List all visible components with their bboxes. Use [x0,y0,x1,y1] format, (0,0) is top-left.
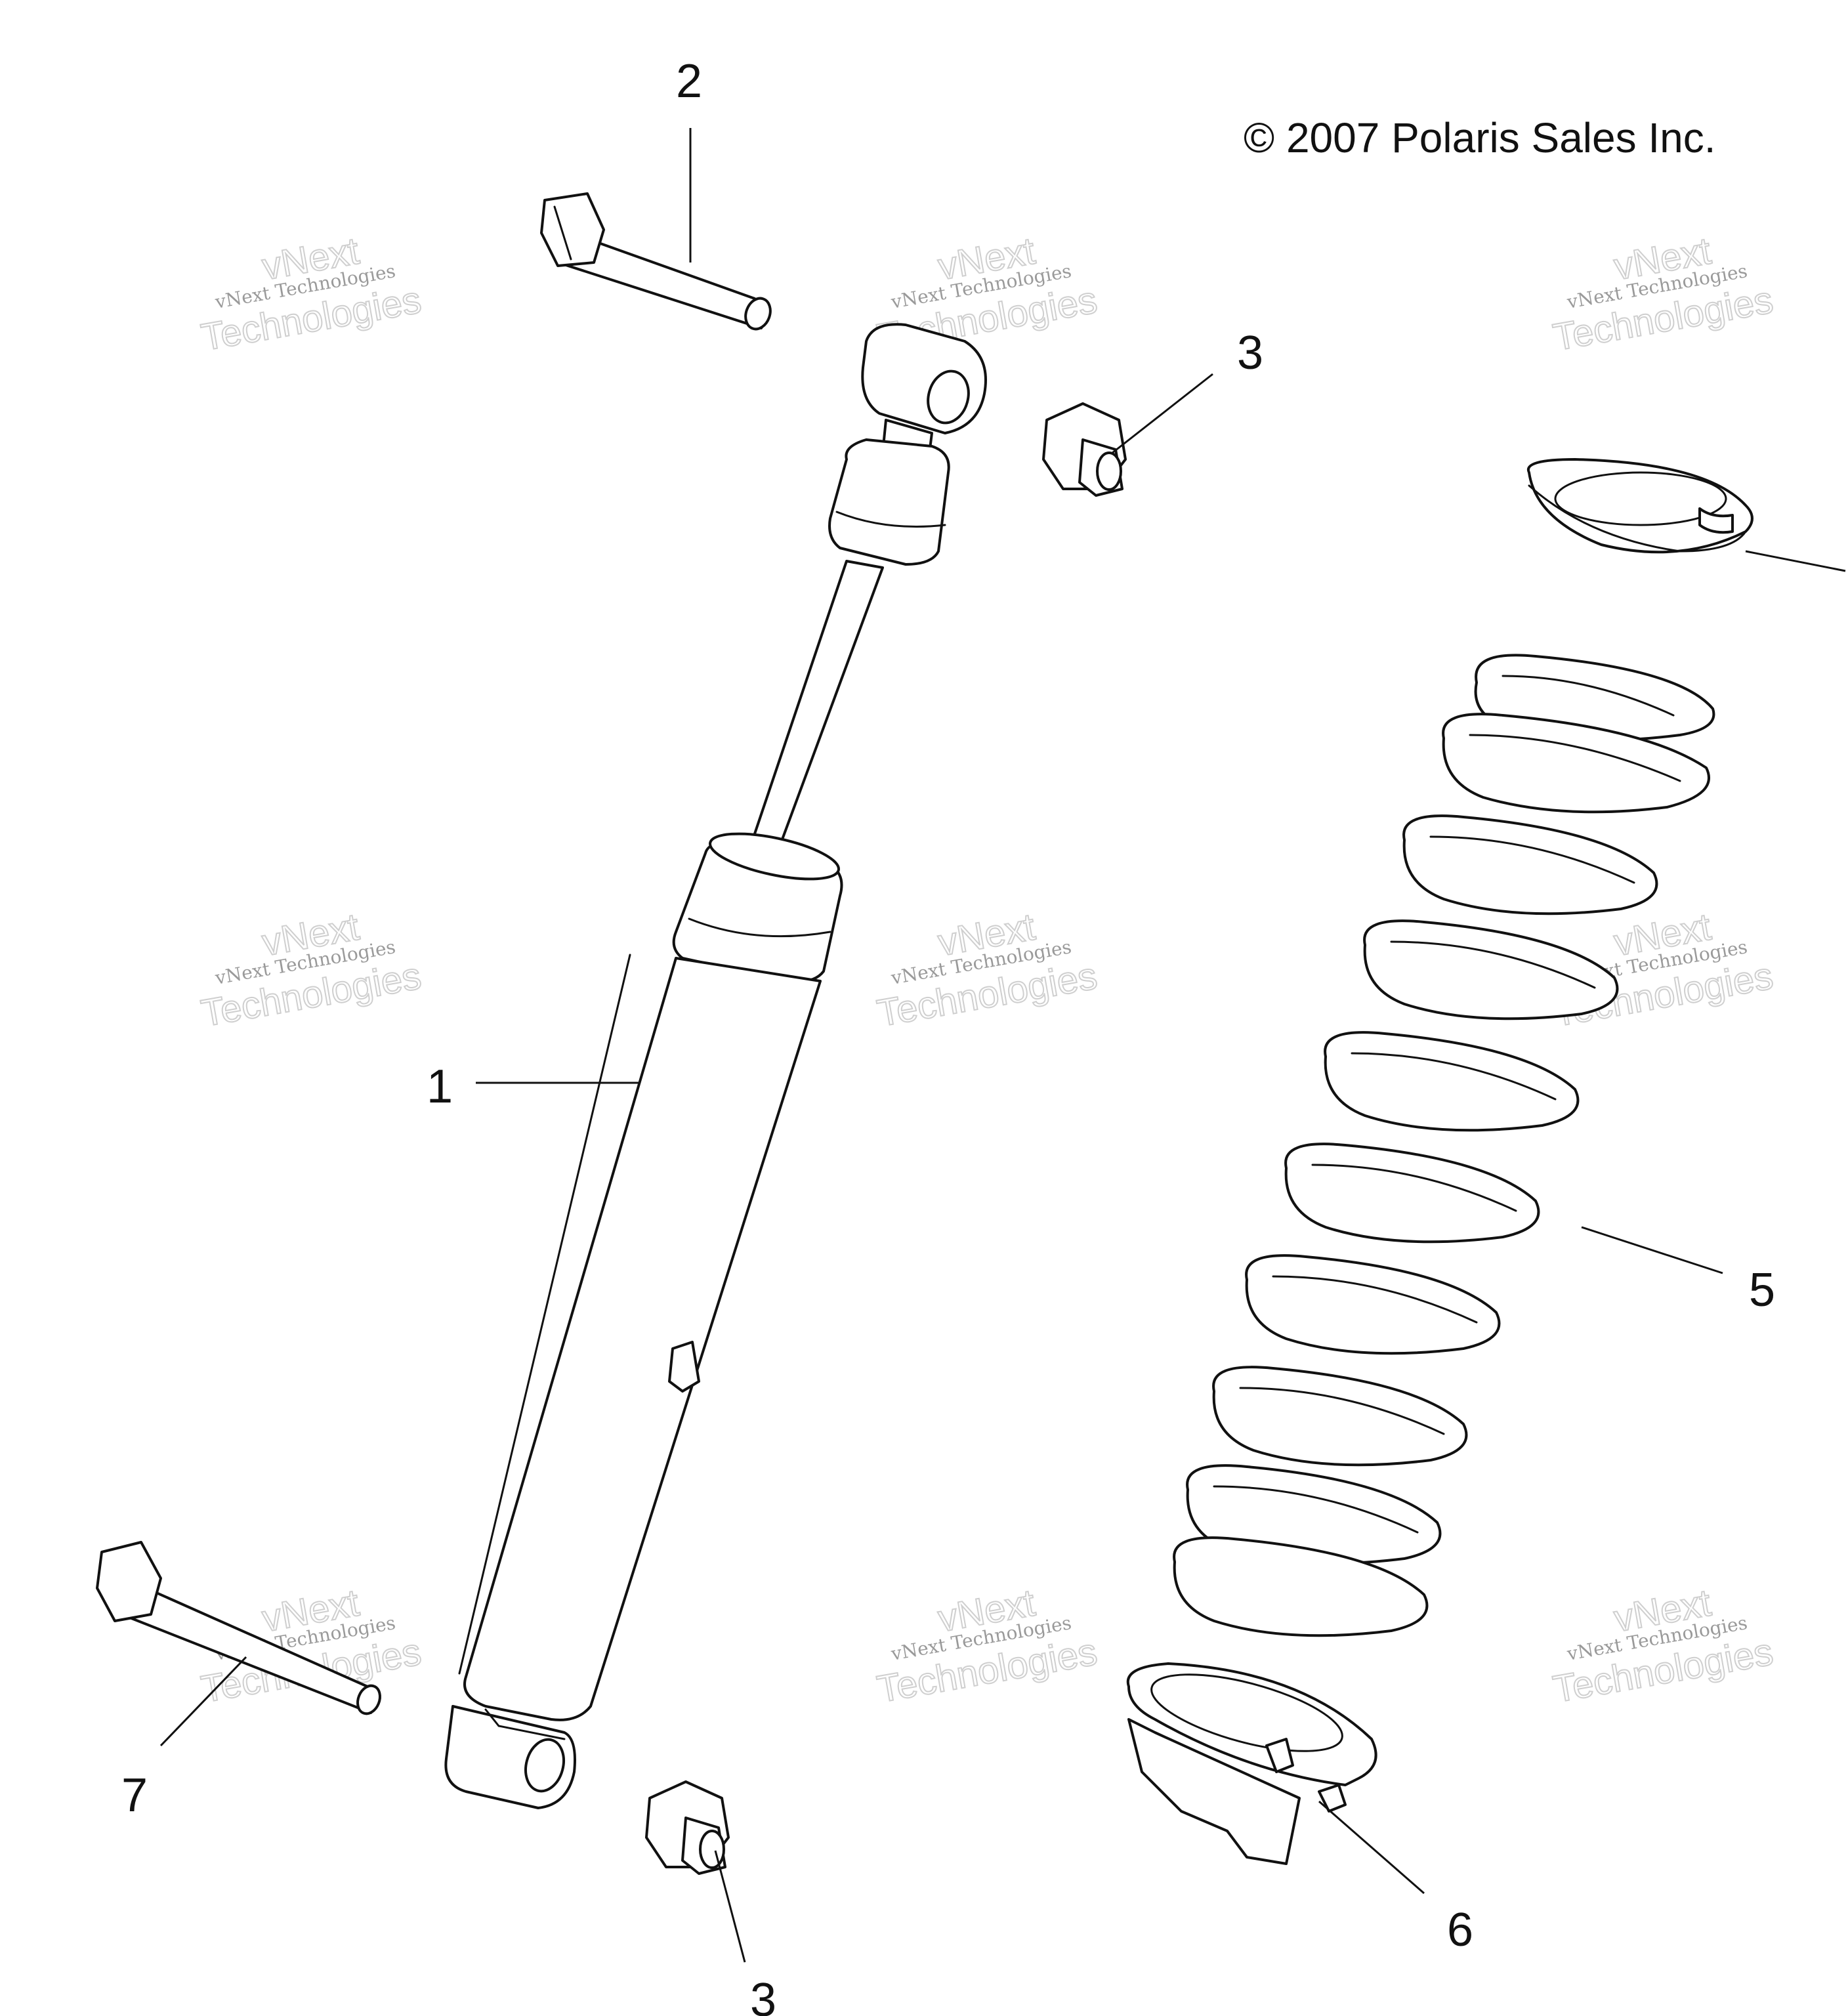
lower-mounting-bolt [96,1541,381,1715]
upper-mounting-bolt [540,192,772,331]
copyright-notice: © 2007 Polaris Sales Inc. [1244,114,1716,161]
callout-5: 5 [1749,1264,1775,1316]
coil-spring [1173,654,1715,1637]
callout-3-upper: 3 [1237,327,1263,379]
callout-1: 1 [427,1060,453,1113]
leader-line-7 [159,1656,247,1747]
upper-spring-retainer [1526,458,1754,554]
watermark-top-center: vNext Technologies vNext Technologies [873,229,1101,360]
watermark-bottom-right: vNext Technologies vNext Technologies [1549,1581,1777,1712]
watermark-top-right: vNext Technologies vNext Technologies [1549,229,1777,360]
callout-3-lower: 3 [750,1974,776,2016]
watermark-middle-center: vNext Technologies vNext Technologies [873,905,1101,1036]
leader-line-3b [714,1850,746,1963]
callout-7: 7 [121,1769,148,1822]
leader-line-3a [1112,373,1213,454]
callout-2: 2 [676,55,702,108]
leader-line-5 [1581,1226,1723,1274]
lower-lock-nut [645,1780,730,1875]
lower-spring-seat [1126,1662,1377,1865]
leader-line-6 [1318,1800,1425,1895]
leader-line-retainer [1745,550,1846,572]
callout-6: 6 [1447,1904,1473,1956]
upper-lock-nut [1042,402,1127,497]
watermark-top-left: vNext Technologies vNext Technologies [198,229,425,360]
watermark-bottom-center: vNext Technologies vNext Technologies [873,1581,1101,1712]
watermark-middle-left: vNext Technologies vNext Technologies [198,905,425,1036]
shock-absorber [444,323,987,1809]
